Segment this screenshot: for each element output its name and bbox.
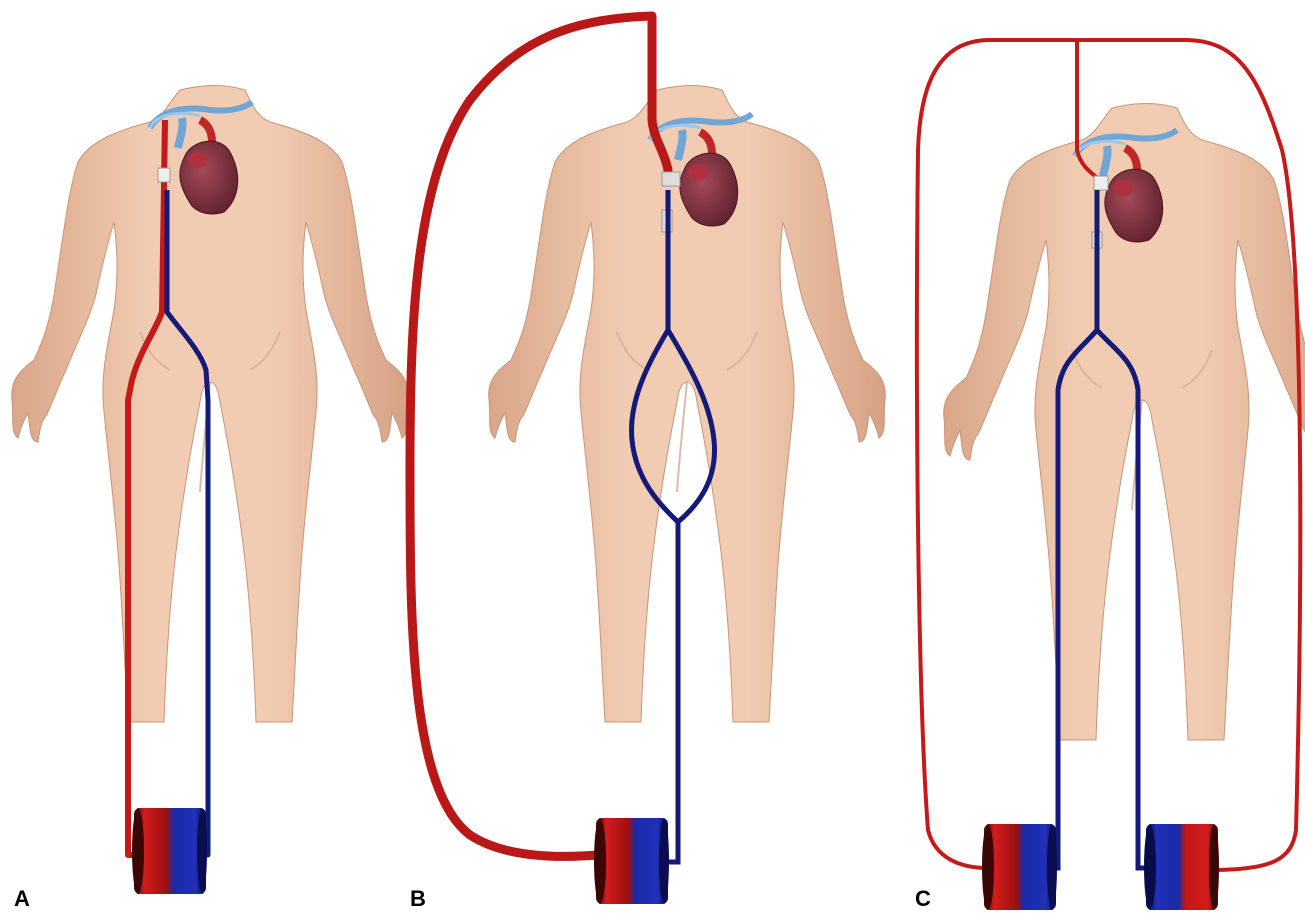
panel-label-b: B bbox=[410, 888, 426, 910]
panel-c bbox=[917, 40, 1305, 910]
panel-a bbox=[12, 86, 409, 895]
ecmo-pump-icon bbox=[132, 808, 207, 894]
panel-label-c: C bbox=[915, 888, 931, 910]
panel-b bbox=[410, 16, 885, 904]
ecmo-pump-icon bbox=[982, 824, 1057, 910]
ecmo-pump-icon bbox=[594, 818, 669, 904]
ecmo-pump-icon bbox=[1144, 824, 1219, 910]
venous-cannula bbox=[668, 522, 678, 862]
panel-label-a: A bbox=[14, 888, 30, 910]
